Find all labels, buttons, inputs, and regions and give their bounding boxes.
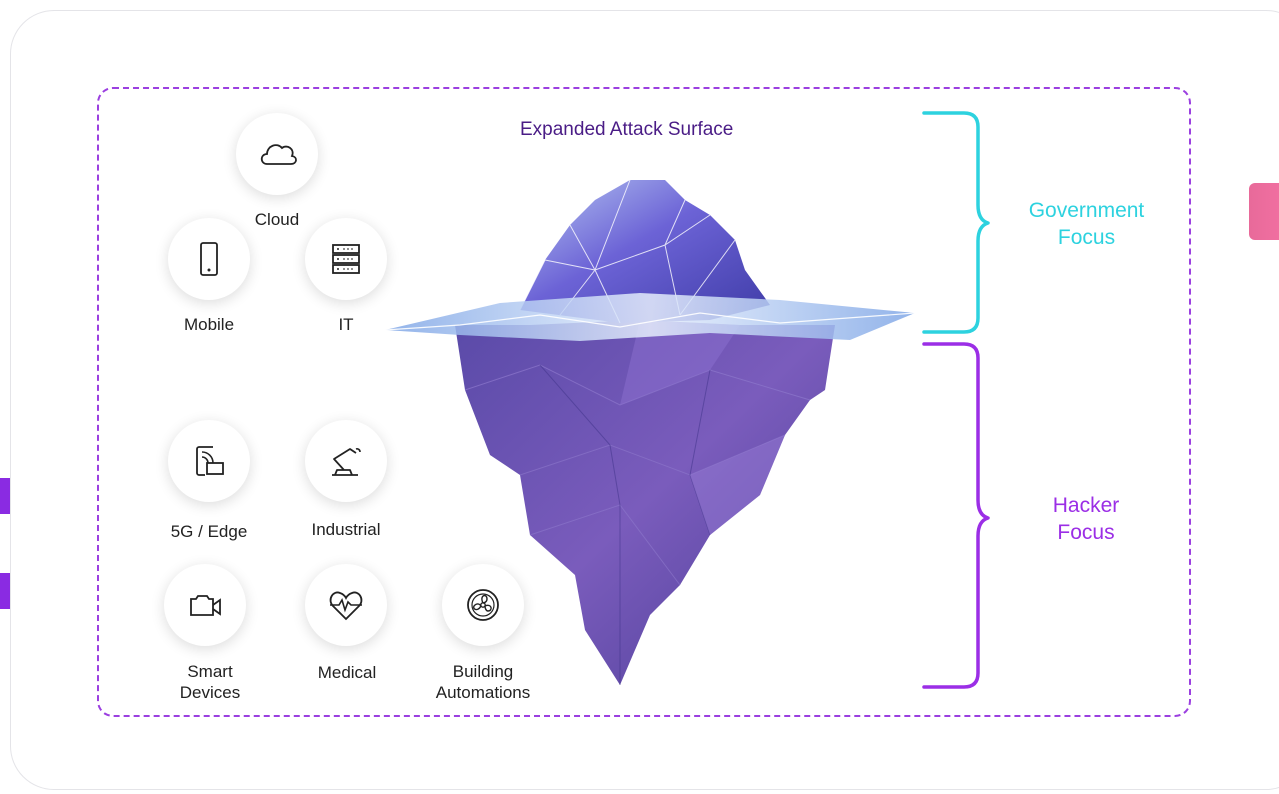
mobile-icon [200,242,218,276]
building-label-line1: Building [452,662,514,681]
building-label-line2: Automations [435,683,531,702]
smart-devices-label-line1: Smart [187,662,233,681]
edge-icon-circle [168,420,250,502]
heart-pulse-icon [329,591,363,621]
camera-icon [190,595,221,616]
mobile-label: Mobile [183,315,235,334]
mobile-icon-circle [168,218,250,300]
smart-devices-label: Smart Devices [160,661,260,703]
cloud-label: Cloud [254,210,300,229]
server-icon [332,244,360,274]
wireless-device-icon [196,446,224,476]
industrial-icon-circle [305,420,387,502]
hacker-focus-bracket [922,342,990,689]
diagram-title: Expanded Attack Surface [520,119,734,140]
government-focus-line1: Government [1028,199,1145,222]
edge-label: 5G / Edge [170,522,248,541]
smart-devices-icon-circle [164,564,246,646]
medical-icon-circle [305,564,387,646]
smart-devices-label-line2: Devices [179,683,241,702]
fan-icon [467,589,499,621]
pink-tab-decoration [1249,183,1279,240]
hacker-focus-line2: Focus [1057,521,1115,544]
medical-label: Medical [317,663,377,682]
building-label: Building Automations [423,661,543,703]
it-icon-circle [305,218,387,300]
cloud-icon [260,144,297,165]
government-focus-label: Government Focus [1004,197,1169,251]
hacker-focus-line1: Hacker [1052,494,1120,517]
it-label: IT [338,315,354,334]
purple-tab-decoration-top [0,478,10,514]
iceberg-illustration [384,179,916,685]
hacker-focus-label: Hacker Focus [1016,492,1156,546]
industrial-label: Industrial [311,520,381,539]
cloud-icon-circle [236,113,318,195]
robot-arm-icon [332,448,361,476]
purple-tab-decoration-bottom [0,573,10,609]
government-focus-bracket [922,111,990,334]
government-focus-line2: Focus [1057,226,1116,249]
building-icon-circle [442,564,524,646]
attack-surface-boundary [97,87,1191,717]
